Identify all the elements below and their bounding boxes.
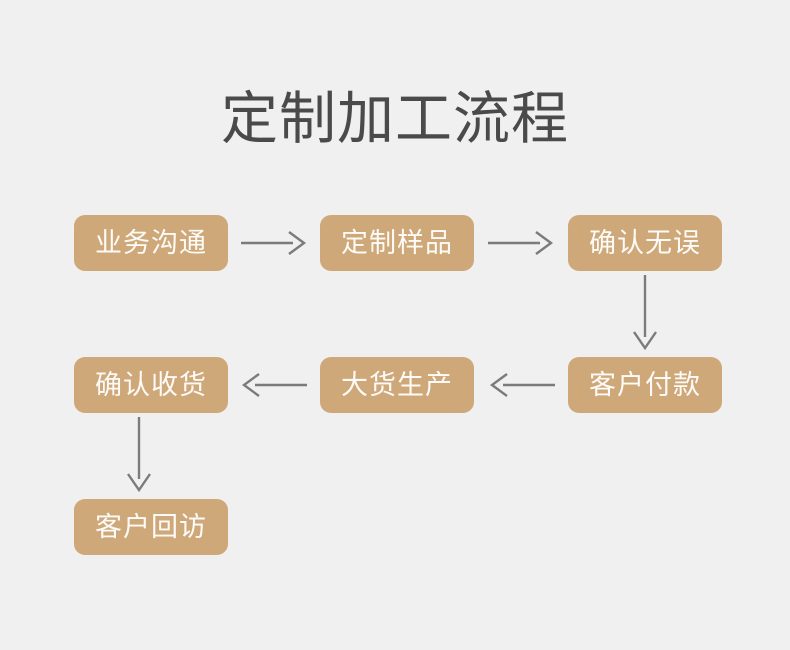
page-title: 定制加工流程 bbox=[221, 87, 569, 151]
arrow-right-icon bbox=[488, 230, 554, 256]
arrow-right-icon bbox=[241, 230, 307, 256]
arrow-left-icon bbox=[241, 372, 307, 398]
arrow-down-icon bbox=[632, 275, 658, 351]
flow-node-business-communication[interactable]: 业务沟通 bbox=[74, 215, 228, 271]
arrow-down-icon bbox=[126, 417, 152, 493]
flow-node-customer-payment[interactable]: 客户付款 bbox=[568, 357, 722, 413]
flow-node-bulk-production[interactable]: 大货生产 bbox=[320, 357, 474, 413]
arrow-left-icon bbox=[489, 372, 555, 398]
flow-node-custom-sample[interactable]: 定制样品 bbox=[320, 215, 474, 271]
flow-node-confirm-correct[interactable]: 确认无误 bbox=[568, 215, 722, 271]
flow-node-confirm-receipt[interactable]: 确认收货 bbox=[74, 357, 228, 413]
flow-node-customer-followup[interactable]: 客户回访 bbox=[74, 499, 228, 555]
